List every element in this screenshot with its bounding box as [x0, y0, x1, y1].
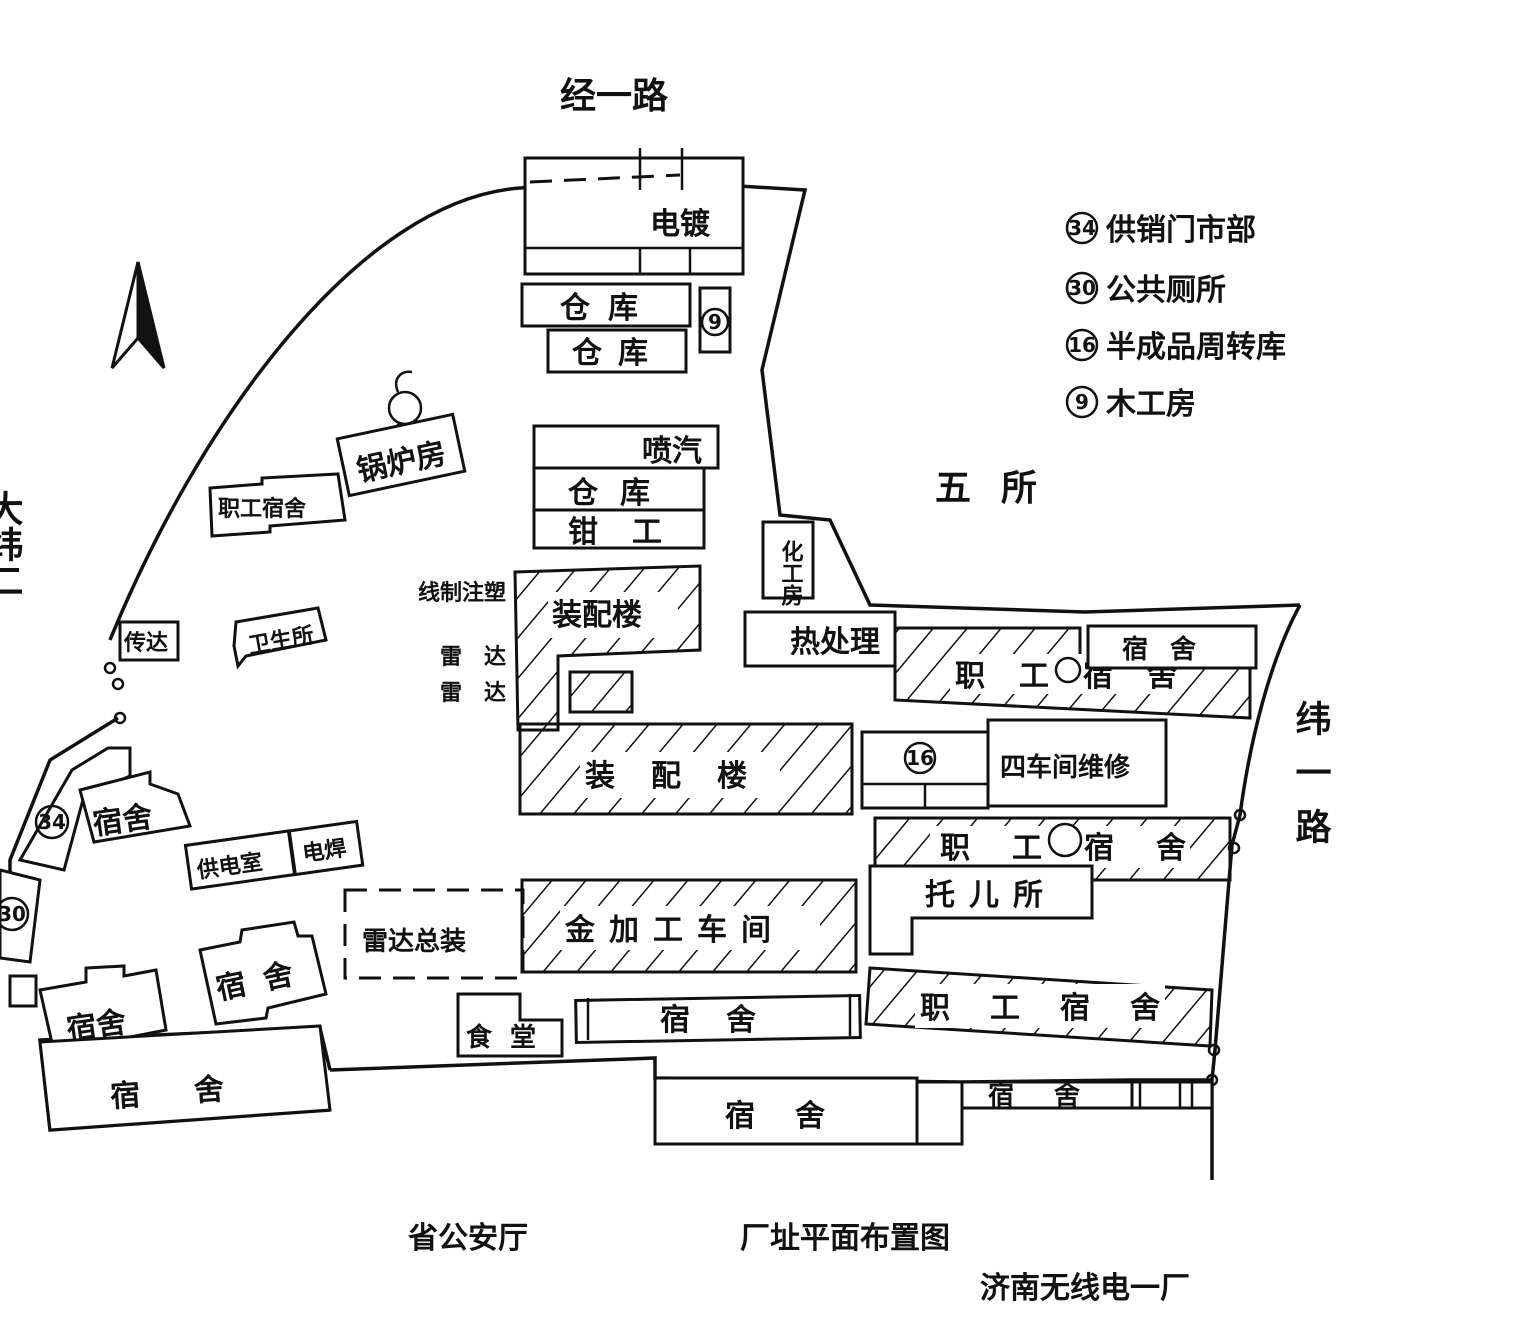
building-sushe-s2: 宿舍 — [653, 1076, 919, 1146]
building-chejian-weixiu: 四车间维修 — [986, 718, 1168, 808]
svg-text:职工宿舍: 职工宿舍 — [218, 496, 307, 522]
svg-text:34: 34 — [38, 810, 66, 834]
building-shitang: 食堂 — [456, 992, 564, 1058]
building-penqi: 喷汽 — [532, 424, 720, 470]
north-arrow-icon — [110, 261, 166, 369]
building-sushe-w2: 宿舍 — [198, 920, 328, 1026]
building-cangku-1: 仓库 — [520, 282, 692, 328]
svg-text:木工房: 木工房 — [1105, 387, 1196, 422]
svg-text:34: 34 — [1068, 216, 1096, 240]
svg-text:仓库: 仓库 — [560, 291, 656, 326]
svg-text:30: 30 — [1068, 276, 1096, 300]
gate-post — [103, 661, 117, 675]
svg-text:化工房: 化工房 — [778, 539, 804, 607]
svg-text:四车间维修: 四车间维修 — [1000, 752, 1131, 783]
road-label-west: 大纬二 — [0, 490, 24, 598]
building-sushe-w1: 宿舍 — [78, 770, 193, 844]
svg-text:金加工车间: 金加工车间 — [564, 913, 785, 948]
building-dianhan: 电焊 — [287, 819, 365, 877]
svg-text:9: 9 — [708, 310, 722, 334]
svg-text:装配楼: 装配楼 — [585, 759, 783, 794]
footer-right-label: 济南无线电一厂 — [980, 1271, 1190, 1306]
building-zhigong-se: 职工宿舍 — [864, 966, 1214, 1048]
svg-text:9: 9 — [1075, 390, 1089, 414]
legend-item: 9 木工房 — [1065, 385, 1196, 422]
svg-text:传达: 传达 — [123, 631, 168, 656]
building-chuanda: 传达 — [118, 620, 180, 662]
building-tuoer: 托儿所 — [868, 864, 1094, 956]
building-gongdian: 供电室 — [183, 829, 297, 891]
map-title: 厂址平面布置图 — [740, 1221, 950, 1256]
building-weisheng: 卫生所 — [232, 606, 328, 670]
svg-text:热处理: 热处理 — [790, 625, 880, 660]
svg-text:16: 16 — [1068, 333, 1096, 357]
svg-text:供销门市部: 供销门市部 — [1105, 213, 1256, 248]
gate-post — [1207, 1043, 1221, 1057]
svg-text:30: 30 — [0, 902, 26, 926]
label-xianzhi: 线制注塑 — [418, 580, 506, 606]
legend: 34 供销门市部 30 公共厕所 16 半成品周转库 9 木工房 — [1065, 211, 1286, 422]
svg-text:仓库: 仓库 — [572, 336, 664, 371]
legend-number-circle — [1065, 211, 1099, 245]
building-gongxiao: 34 — [17, 746, 132, 872]
svg-text:公共厕所: 公共厕所 — [1106, 273, 1226, 308]
gate-post — [1233, 808, 1247, 822]
building-sushe-e1: 宿舍 — [1086, 624, 1258, 670]
area-label-wusuo: 五所 — [935, 468, 1067, 509]
svg-text:职工宿舍: 职工宿舍 — [940, 831, 1228, 866]
building-diandu: 电镀 — [523, 148, 745, 276]
road-label-east: 纬一路 — [1290, 700, 1332, 862]
svg-text:宿舍: 宿舍 — [91, 799, 155, 842]
building-small-w — [8, 974, 38, 1008]
svg-text:半成品周转库: 半成品周转库 — [1106, 330, 1286, 365]
svg-text:喷汽: 喷汽 — [642, 434, 702, 469]
svg-text:电焊: 电焊 — [301, 836, 348, 867]
building-jinjiagong: 金加工车间 — [520, 878, 858, 974]
footer-left-label: 省公安厅 — [408, 1221, 528, 1256]
label-leida-1: 雷达 — [440, 645, 528, 670]
building-guolu: 锅炉房 — [335, 412, 467, 498]
building-sushe-w4: 宿舍 — [38, 1024, 332, 1132]
svg-text:宿舍: 宿舍 — [660, 1003, 792, 1038]
svg-text:雷达总装: 雷达总装 — [362, 927, 466, 957]
building-cangku-2: 仓库 — [546, 328, 688, 374]
svg-text:食堂: 食堂 — [466, 1022, 554, 1053]
building-mugong: 9 — [698, 286, 732, 354]
building-zhoubian: 16 — [860, 730, 990, 810]
road-label-north: 经一路 — [560, 76, 669, 117]
svg-text:装配楼: 装配楼 — [552, 598, 642, 633]
building-cesuo: 30 — [0, 868, 42, 964]
legend-number-circle — [1065, 271, 1099, 305]
building-sushe-s3: 宿舍 — [915, 1080, 1214, 1146]
building-zhuangpei-2: 装配楼 — [518, 722, 854, 816]
legend-item: 34 供销门市部 — [1065, 211, 1256, 248]
building-huagong: 化工房 — [761, 520, 815, 607]
legend-number-circle — [1065, 385, 1099, 419]
building-cangku-3: 仓库 — [532, 466, 706, 512]
svg-text:职工宿舍: 职工宿舍 — [920, 991, 1200, 1026]
svg-text:电镀: 电镀 — [650, 207, 711, 242]
svg-text:宿舍: 宿舍 — [1122, 634, 1218, 665]
building-sushe-s1: 宿舍 — [574, 993, 862, 1045]
building-zhuangpei-1: 装配楼 — [513, 564, 702, 732]
legend-number-circle — [1065, 328, 1099, 362]
svg-text:托儿所: 托儿所 — [925, 878, 1057, 913]
svg-text:宿舍: 宿舍 — [988, 1080, 1120, 1111]
gate-post — [113, 711, 127, 725]
svg-text:16: 16 — [906, 746, 934, 770]
building-zhigong-nw: 职工宿舍 — [208, 472, 347, 538]
label-leida-2: 雷达 — [440, 681, 528, 706]
legend-item: 16 半成品周转库 — [1065, 328, 1286, 365]
legend-item: 30 公共厕所 — [1065, 271, 1226, 308]
building-rechuli: 热处理 — [743, 610, 897, 668]
building-qiangong: 钳工 — [532, 508, 706, 550]
svg-text:仓库: 仓库 — [568, 476, 672, 511]
svg-text:宿舍: 宿舍 — [725, 1099, 865, 1134]
svg-text:钳工: 钳工 — [568, 515, 696, 550]
building-leida-zong: 雷达总装 — [343, 888, 525, 980]
gate-post — [111, 677, 125, 691]
